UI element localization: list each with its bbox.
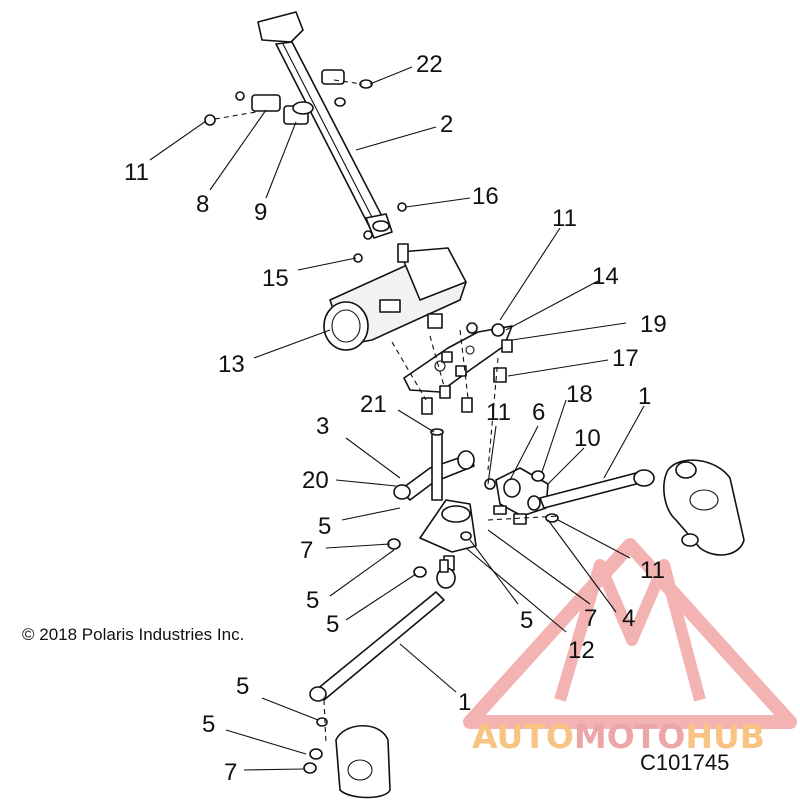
callout-4: 4: [622, 605, 635, 632]
callout-5: 5: [520, 607, 533, 634]
callout-5: 5: [202, 711, 215, 738]
watermark-m-shape: [554, 559, 706, 702]
left-tie-rod: [309, 559, 456, 702]
callout-3: 3: [316, 413, 329, 440]
callout-15: 15: [262, 265, 289, 292]
callout-11: 11: [124, 159, 149, 186]
callout-2: 2: [440, 111, 453, 138]
callout-13: 13: [218, 351, 245, 378]
callout-9: 9: [254, 199, 267, 226]
document-id: C101745: [640, 750, 729, 775]
intermediate-shaft: [393, 428, 475, 501]
watermark-logo: AUTOMOTOHUB: [463, 538, 797, 756]
left-steering-knuckle: [303, 699, 391, 799]
copyright-notice: © 2018 Polaris Industries Inc.: [22, 625, 244, 644]
power-steering-unit: [323, 243, 467, 351]
callout-11: 11: [552, 205, 577, 232]
callout-5: 5: [306, 587, 319, 614]
callout-22: 22: [416, 51, 443, 78]
callout-20: 20: [302, 467, 329, 494]
mounting-bracket-plate: [391, 322, 513, 471]
callout-5: 5: [326, 611, 339, 638]
callout-10: 10: [574, 425, 601, 452]
callout-labels: 22 2 11 8 9 16 11 15 14 19 13 17 21 18 1…: [124, 51, 667, 786]
watermark-text: AUTOMOTOHUB: [472, 717, 765, 756]
right-steering-knuckle: [663, 459, 745, 556]
watermark-text-hub: HUB: [685, 717, 765, 756]
leader-lines: [149, 66, 645, 771]
callout-8: 8: [196, 191, 209, 218]
callout-5: 5: [236, 673, 249, 700]
callout-7: 7: [300, 537, 313, 564]
watermark-triangle: [463, 538, 797, 729]
callout-12: 12: [568, 637, 595, 664]
callout-1: 1: [638, 383, 651, 410]
steering-column: [257, 11, 393, 239]
column-clamp-parts: [204, 69, 407, 263]
callout-7: 7: [224, 759, 237, 786]
callout-7: 7: [584, 605, 597, 632]
callout-5: 5: [318, 513, 331, 540]
callout-11: 11: [486, 399, 511, 426]
steering-pivot-housing: [387, 499, 477, 578]
callout-1: 1: [458, 689, 471, 716]
callout-21: 21: [360, 391, 387, 418]
callout-18: 18: [566, 381, 593, 408]
callout-11: 11: [640, 557, 665, 584]
callout-16: 16: [472, 183, 499, 210]
callout-6: 6: [532, 399, 545, 426]
callout-19: 19: [640, 311, 667, 338]
callout-17: 17: [612, 345, 639, 372]
watermark-text-moto: MOTO: [574, 717, 685, 756]
callout-14: 14: [592, 263, 619, 290]
watermark-text-auto: AUTO: [472, 717, 574, 756]
right-tie-rod: [527, 469, 655, 511]
